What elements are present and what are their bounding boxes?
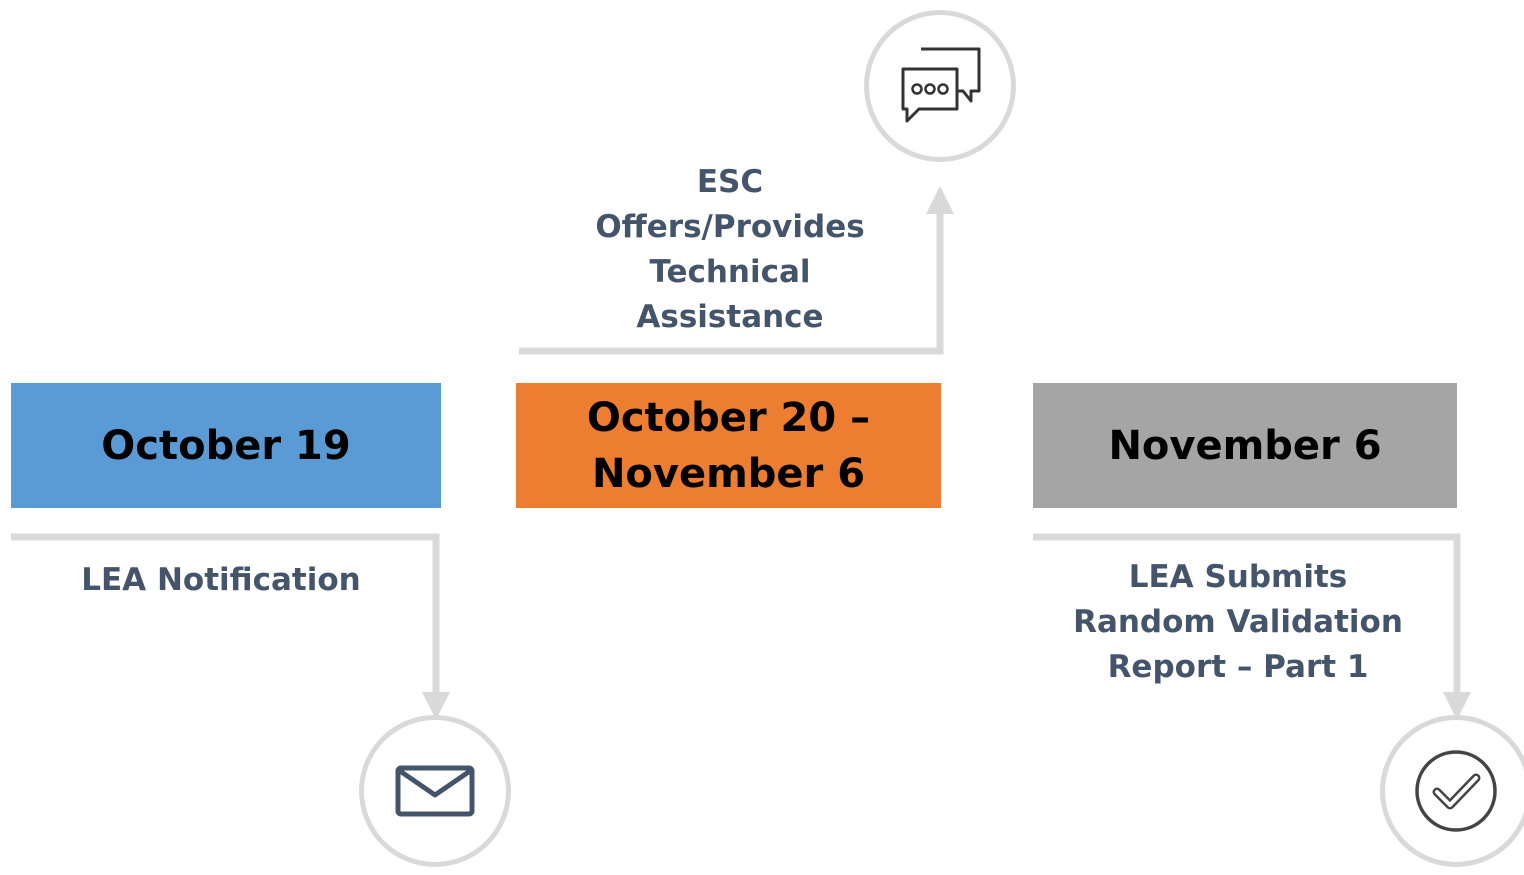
envelope-icon-circle (359, 715, 511, 867)
milestone-box-october-20-november-6: October 20 – November 6 (516, 383, 941, 508)
label-line: ESC (696, 164, 764, 200)
connector-down-right (1033, 533, 1471, 720)
milestone-label-lea-submits-report: LEA Submits Random Validation Report – P… (1033, 555, 1443, 690)
connector-down-left (11, 533, 450, 720)
milestone-date: November 6 (1108, 422, 1382, 469)
label-line: Report – Part 1 (1107, 649, 1369, 685)
connector-up-middle (519, 186, 954, 355)
milestone-box-october-19: October 19 (11, 383, 441, 508)
chat-bubbles-icon-circle (864, 10, 1016, 162)
milestone-box-november-6: November 6 (1033, 383, 1457, 508)
label-line: Technical (649, 254, 811, 290)
milestone-label-esc-technical-assistance: ESC Offers/Provides Technical Assistance (520, 160, 940, 340)
milestone-date: October 19 (101, 422, 351, 469)
label-line: LEA Notification (81, 562, 361, 598)
label-line: Assistance (636, 299, 824, 335)
milestone-label-lea-notification: LEA Notification (11, 558, 431, 603)
milestone-date-line-2: November 6 (591, 450, 866, 497)
chat-bubbles-icon (901, 47, 981, 123)
label-line: LEA Submits (1128, 559, 1348, 595)
checkmark-circle-icon (1415, 750, 1497, 832)
milestone-date-line-1: October 20 – (586, 394, 871, 441)
envelope-icon (395, 765, 475, 817)
label-line: Offers/Provides (595, 209, 865, 245)
label-line: Random Validation (1073, 604, 1403, 640)
checkmark-circle-icon-circle (1380, 715, 1524, 867)
